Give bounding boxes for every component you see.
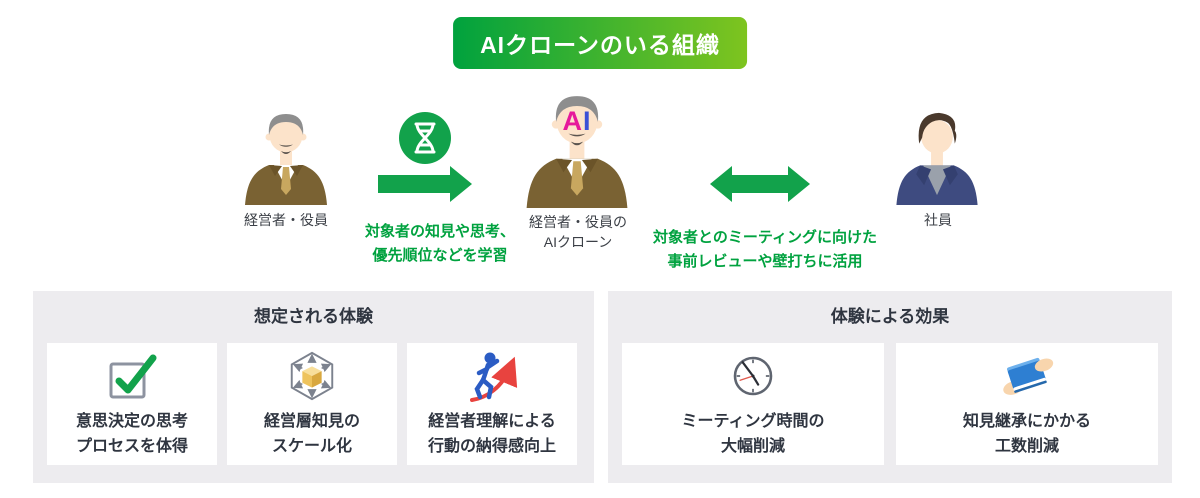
panel-title: 体験による効果: [830, 307, 950, 326]
card-decision-process: 意思決定の思考 プロセスを体得: [47, 343, 217, 465]
executive-person-illustration: [245, 114, 327, 205]
ai-clone-person-illustration: [526, 96, 628, 208]
clock-icon: [729, 349, 777, 403]
ai-clone-label: 経営者・役員の AIクローン: [529, 214, 627, 251]
title-badge: AIクローンのいる組織: [453, 17, 747, 69]
handover-book-icon: [999, 349, 1055, 403]
ai-face-mark: AI: [562, 106, 592, 136]
learn-arrow-icon: [378, 166, 472, 202]
checkbox-icon: [106, 349, 158, 403]
panel-experience-effects: 体験による効果: [608, 291, 1172, 483]
panel-title: 想定される体験: [254, 307, 373, 326]
growth-person-icon: [466, 349, 518, 403]
panel-expected-experiences: 想定される体験 意思決定の思考 プロセスを体得: [33, 291, 594, 483]
interaction-arrow-icon: [710, 166, 810, 202]
executive-label: 経営者・役員: [244, 212, 328, 228]
use-caption: 対象者とのミーティングに向けた 事前レビューや壁打ちに活用: [653, 229, 877, 270]
dna-icon: [399, 112, 451, 164]
card-meeting-time-reduction: ミーティング時間の 大幅削減: [622, 343, 884, 465]
learn-caption: 対象者の知見や思考、 優先順位などを学習: [364, 223, 515, 264]
employee-person-illustration: [896, 112, 978, 205]
card-knowledge-transfer-reduction: 知見継承にかかる 工数削減: [896, 343, 1158, 465]
scale-cube-icon: [285, 349, 339, 403]
card-conviction-growth: 経営者理解による 行動の納得感向上: [407, 343, 577, 465]
card-knowledge-scaling: 経営層知見の スケール化: [227, 343, 397, 465]
employee-label: 社員: [924, 212, 952, 228]
